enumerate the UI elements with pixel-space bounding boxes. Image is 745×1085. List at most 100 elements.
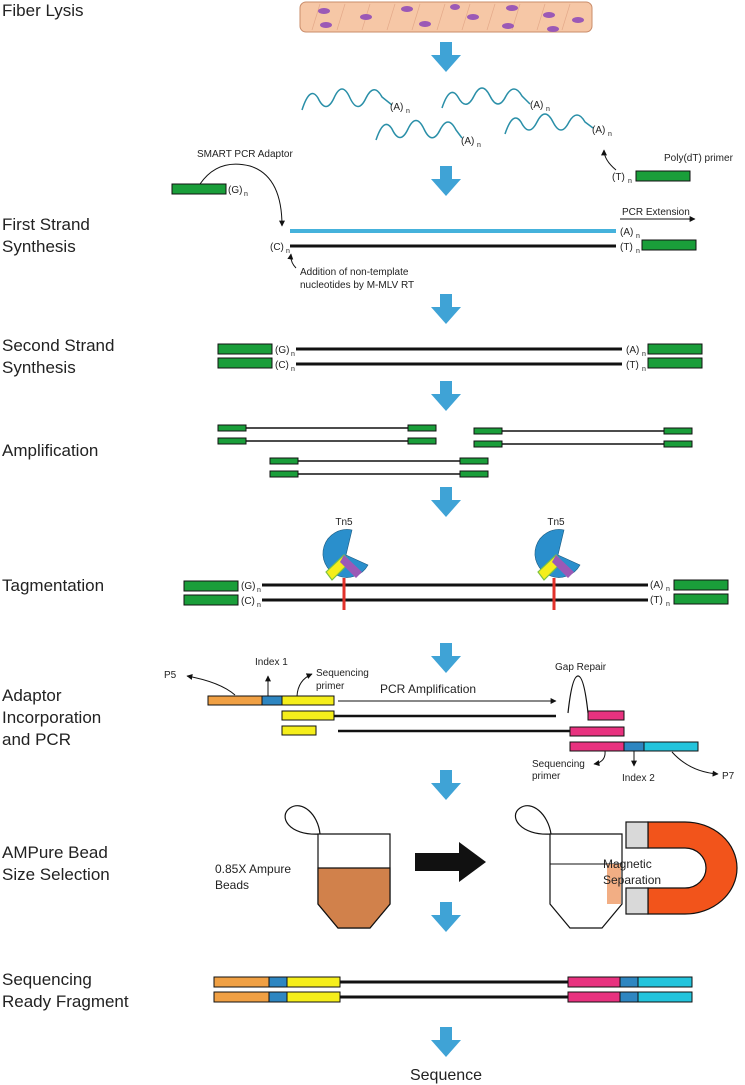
non-template-arrow-icon (287, 253, 297, 269)
tagmented-duplex (183, 578, 729, 610)
seq-primer-arrow-icon (296, 673, 313, 697)
tn5-label: Tn5 (547, 517, 565, 528)
subscript-n: n (286, 248, 290, 255)
flow-arrow-icon (431, 166, 461, 196)
non-template-line2: nucleotides by M-MLV RT (300, 280, 414, 291)
smart-arrow-icon (199, 163, 285, 227)
pcr-amplification-label: PCR Amplification (380, 682, 476, 696)
subscript-n: n (636, 233, 640, 240)
gap-repair-label: Gap Repair (555, 662, 607, 673)
step-seq-ready-line1: Sequencing (2, 970, 92, 989)
p7-arrow-icon (671, 751, 719, 777)
tn5-enzyme-icon (322, 529, 369, 581)
subscript-n: n (477, 142, 481, 149)
flow-arrow-icon (431, 770, 461, 800)
muscle-fiber (299, 1, 593, 33)
poly-a-label: (A) (620, 227, 633, 238)
step-fiber-lysis: Fiber Lysis (2, 1, 84, 20)
non-template-line1: Addition of non-template (300, 267, 409, 278)
step-ampure-line2: Size Selection (2, 865, 110, 884)
step-adaptor-line2: Incorporation (2, 708, 101, 727)
gap-repair-loop (567, 675, 589, 714)
p5-label: P5 (164, 670, 177, 681)
final-sequence-label: Sequence (410, 1067, 482, 1084)
poly-a-label: (A) (530, 100, 543, 111)
subscript-n: n (636, 248, 640, 255)
polydt-primer-block (641, 239, 697, 251)
subscript-n: n (666, 586, 670, 593)
magnetic-label: Magnetic (603, 857, 652, 871)
poly-c-label: (C) (275, 360, 289, 371)
flow-arrow-icon (431, 1027, 461, 1057)
adaptor-construct (207, 695, 699, 752)
subscript-n: n (406, 108, 410, 115)
subscript-n: n (257, 602, 261, 609)
step-first-strand-line2: Synthesis (2, 237, 76, 256)
primer-label: primer (316, 681, 345, 692)
pcr-extension-label: PCR Extension (622, 207, 690, 218)
step-tagmentation: Tagmentation (2, 576, 104, 595)
flow-arrow-icon (431, 643, 461, 673)
smart-adaptor-label: SMART PCR Adaptor (197, 149, 293, 160)
step-amplification: Amplification (2, 441, 98, 460)
subscript-n: n (628, 178, 632, 185)
subscript-n: n (642, 351, 646, 358)
second-strand-duplex (217, 343, 703, 369)
poly-a-label: (A) (650, 580, 663, 591)
poly-g-label: (G) (241, 581, 255, 592)
step-adaptor-line1: Adaptor (2, 686, 62, 705)
poly-g-label: (G) (228, 185, 242, 196)
subscript-n: n (291, 351, 295, 358)
step-second-strand-line1: Second Strand (2, 336, 114, 355)
polydt-primer-label: Poly(dT) primer (664, 153, 734, 164)
step-seq-ready-line2: Ready Fragment (2, 992, 129, 1011)
polydt-primer-block (635, 170, 691, 182)
amplified-fragments (217, 424, 693, 478)
ampure-beads-line1: 0.85X Ampure (215, 862, 291, 876)
p5-arrow-icon (186, 674, 236, 696)
subscript-n: n (642, 366, 646, 373)
flow-arrow-icon (431, 381, 461, 411)
primer-label: primer (532, 771, 561, 782)
sequencing-ready-fragment (213, 976, 693, 1003)
flow-arrow-icon (431, 294, 461, 324)
sequencing-label: Sequencing (532, 759, 585, 770)
separation-label: Separation (603, 873, 661, 887)
poly-t-label: (T) (626, 360, 639, 371)
index2-label: Index 2 (622, 773, 655, 784)
poly-t-label: (T) (612, 172, 625, 183)
subscript-n: n (666, 601, 670, 608)
subscript-n: n (257, 587, 261, 594)
smart-adaptor-block (171, 183, 227, 195)
magnet-icon (625, 821, 738, 915)
subscript-n: n (291, 366, 295, 373)
flow-arrow-icon (431, 902, 461, 932)
poly-a-label: (A) (626, 345, 639, 356)
seq-primer-arrow-icon (593, 750, 606, 767)
tube-separated-icon (514, 805, 623, 929)
poly-a-label: (A) (390, 102, 403, 113)
subscript-n: n (546, 106, 550, 113)
ampure-beads-line2: Beads (215, 878, 249, 892)
step-first-strand-line1: First Strand (2, 215, 90, 234)
step-ampure-line1: AMPure Bead (2, 843, 108, 862)
poly-c-label: (C) (241, 596, 255, 607)
poly-a-label: (A) (461, 136, 474, 147)
flow-arrow-icon (431, 42, 461, 72)
poly-a-label: (A) (592, 125, 605, 136)
poly-g-label: (G) (275, 345, 289, 356)
poly-t-label: (T) (650, 595, 663, 606)
process-arrow-icon (415, 842, 486, 882)
poly-c-label: (C) (270, 242, 284, 253)
polydt-arrow-icon (601, 149, 617, 171)
sequencing-label: Sequencing (316, 668, 369, 679)
step-adaptor-line3: and PCR (2, 730, 71, 749)
step-second-strand-line2: Synthesis (2, 358, 76, 377)
index1-label: Index 1 (255, 657, 288, 668)
tube-with-beads-icon (284, 805, 391, 929)
poly-t-label: (T) (620, 242, 633, 253)
p7-label: P7 (722, 771, 735, 782)
tn5-enzyme-icon (534, 529, 581, 581)
flow-arrow-icon (431, 487, 461, 517)
